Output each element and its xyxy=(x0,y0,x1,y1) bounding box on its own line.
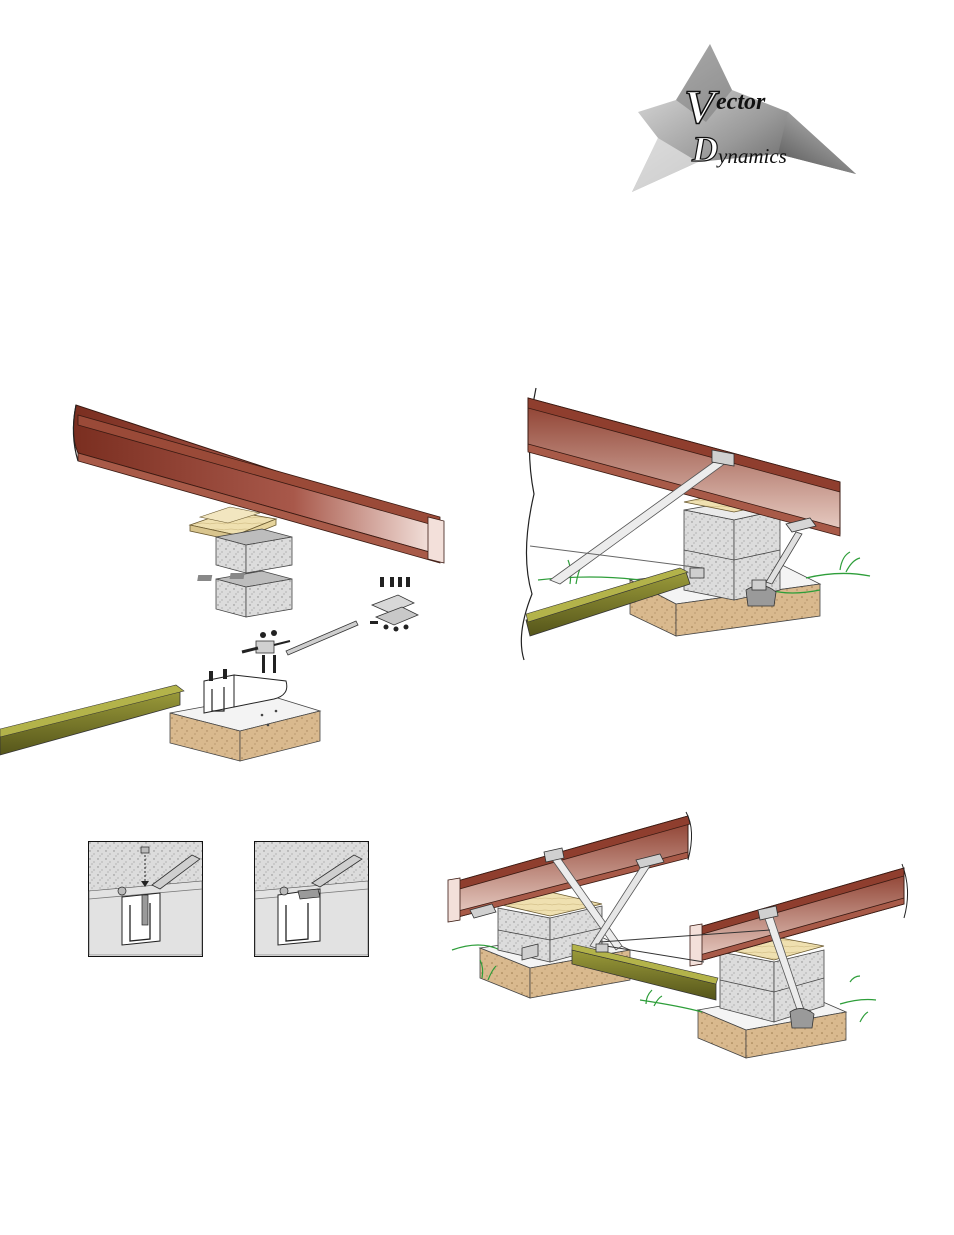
logo-v-initial: V xyxy=(684,81,716,134)
concrete-block-lower xyxy=(197,571,292,617)
logo-d-initial: D xyxy=(692,129,718,169)
green-stringer-beam xyxy=(0,685,184,755)
detail-bolt-insertion-figure xyxy=(88,841,203,957)
logo-ector-text: ector xyxy=(716,89,765,115)
detail-bolt-installed-figure xyxy=(254,841,369,957)
exploded-assembly-figure xyxy=(0,395,460,770)
vector-dynamics-logo: Vector Dynamics xyxy=(628,42,858,194)
anchor-plate xyxy=(122,893,160,945)
logo-word-dynamics: Dynamics xyxy=(692,128,787,170)
logo-word-vector: Vector xyxy=(684,80,765,135)
concrete-block-upper xyxy=(216,529,292,573)
bolt-installed xyxy=(298,889,320,899)
tension-cable xyxy=(530,546,702,568)
installed-two-piers-figure xyxy=(440,800,910,1065)
installed-single-pier-figure xyxy=(490,384,870,664)
beam-clamp-bracket xyxy=(370,577,418,632)
brace-rod xyxy=(286,621,358,655)
anchor-connector-hardware xyxy=(242,630,290,673)
stringer-clamp xyxy=(690,568,704,578)
logo-ynamics-text: ynamics xyxy=(718,144,787,168)
